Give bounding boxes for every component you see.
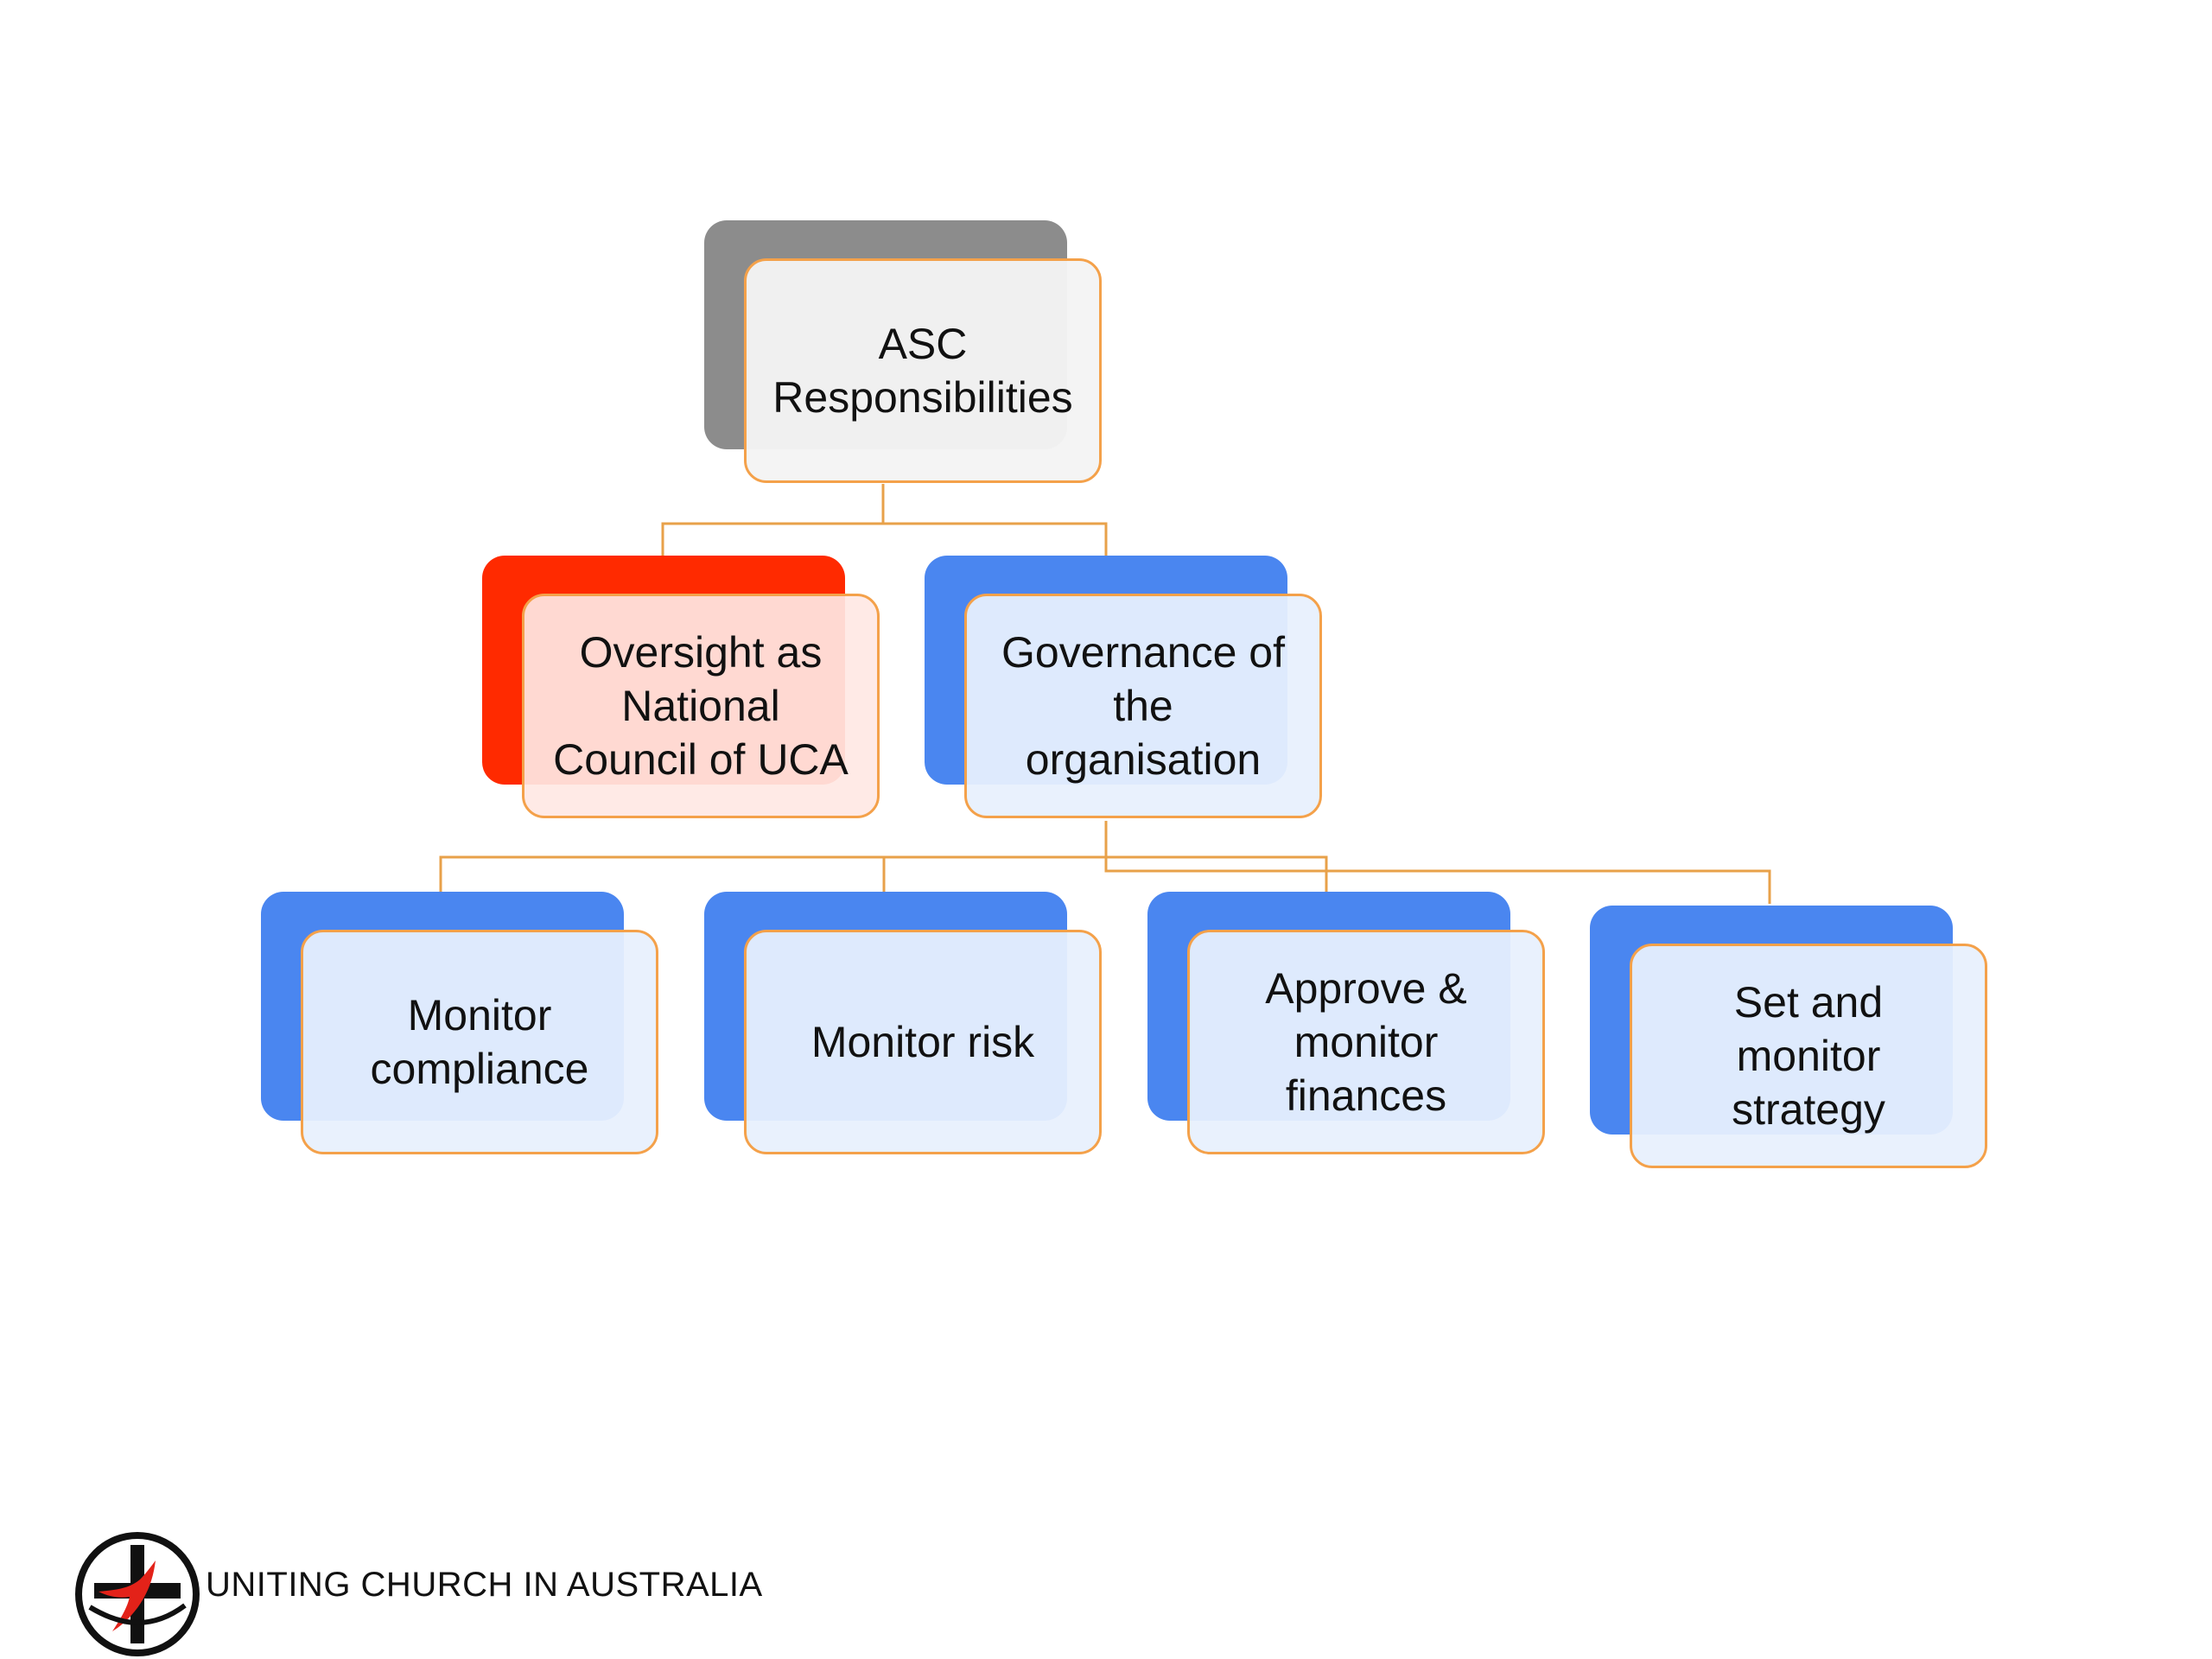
node-label: Governance of the organisation xyxy=(1001,628,1285,784)
node-box: Set and monitor strategy xyxy=(1630,944,1987,1168)
node-label: Oversight as National Council of UCA xyxy=(553,628,849,784)
node-label: Set and monitor strategy xyxy=(1732,978,1885,1134)
node-box: Monitor compliance xyxy=(301,930,658,1154)
org-name: UNITING CHURCH IN AUSTRALIA xyxy=(206,1566,763,1604)
node-box: ASC Responsibilities xyxy=(744,258,1102,483)
node-box: Governance of the organisation xyxy=(964,594,1322,818)
node-box: Monitor risk xyxy=(744,930,1102,1154)
node-label: Approve & monitor finances xyxy=(1265,964,1467,1120)
node-box: Approve & monitor finances xyxy=(1187,930,1545,1154)
node-label: Monitor risk xyxy=(810,1018,1035,1066)
node-label: Monitor compliance xyxy=(370,991,589,1093)
node-box: Oversight as National Council of UCA xyxy=(522,594,880,818)
uniting-church-dove-cross-icon xyxy=(75,1532,200,1656)
node-label: ASC Responsibilities xyxy=(772,320,1073,422)
